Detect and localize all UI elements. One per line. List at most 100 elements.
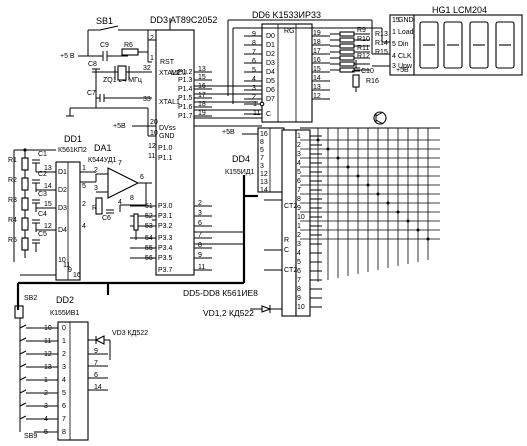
r12-label: R12 xyxy=(357,53,370,60)
dd1-pin-num: 15 xyxy=(44,201,52,208)
svg-text:3: 3 xyxy=(94,185,98,192)
dd1-pin-num: 4 xyxy=(82,223,86,230)
c7-label: C7 xyxy=(87,90,96,97)
hg1-digit-3 xyxy=(469,21,489,69)
dd3-pin-P3-4: P3.4 xyxy=(158,245,173,252)
dd5-label: DD5-DD8 К561ИЕ8 xyxy=(183,288,258,298)
key-matrix xyxy=(300,127,440,282)
svg-text:R16: R16 xyxy=(366,78,379,85)
hg1-pin-gnd: GND xyxy=(398,17,414,24)
svg-text:RST: RST xyxy=(160,59,175,66)
switch-sb8 xyxy=(19,402,27,407)
dd3-pin-num: 3 xyxy=(198,210,202,217)
matrix-node xyxy=(366,183,370,187)
hg1-pin-num: 15 xyxy=(392,17,400,24)
dd2-pin-index: 4 xyxy=(62,377,66,384)
dd3-pin-num: 17 xyxy=(198,92,206,99)
dd6-pin-num: 8 xyxy=(252,40,256,47)
svg-text:11: 11 xyxy=(148,153,155,160)
dd6-pin-num: 6 xyxy=(252,58,256,65)
dd3-pin-num: 8 xyxy=(198,242,202,249)
dd6-label: DD6 K1533ИР33 xyxy=(252,10,321,20)
hg1-pin-num: 5 xyxy=(392,41,396,48)
switch-sb7 xyxy=(19,389,27,394)
dd3-pin-P1-3: P1.3 xyxy=(178,77,193,84)
svg-text:32: 32 xyxy=(143,65,151,72)
bus-lines xyxy=(16,175,258,310)
dd3-label: DD3 AT89C2052 xyxy=(150,15,217,25)
oscillator-section: SB1 C9 R6 +5 В C8 ZQ1 24 МГц C7 xyxy=(60,16,152,117)
c5-label: C5 xyxy=(38,231,47,238)
ctr-pin-num: 3 xyxy=(297,241,301,248)
c2-label: C2 xyxy=(38,171,47,178)
ctr-pin-num: 1 xyxy=(297,133,301,140)
dd4-pin-num: 13 xyxy=(260,179,268,186)
svg-text:2: 2 xyxy=(150,35,154,42)
da1-label: DA1 xyxy=(94,143,112,153)
dd4-pin-num: 7 xyxy=(260,155,264,162)
dd3-pin-num: 9 xyxy=(198,252,202,259)
ctr-pin-num: 4 xyxy=(297,160,301,167)
dd3-pin-num: 18 xyxy=(198,101,206,108)
r6-resistor xyxy=(121,48,139,56)
ctr-pin-num: 8 xyxy=(297,286,301,293)
transistor xyxy=(373,111,387,125)
dd1-pin-num: 14 xyxy=(44,183,52,190)
r13-label: R13 xyxy=(375,31,388,38)
svg-text:XTAL2: XTAL2 xyxy=(159,70,180,77)
r9-label: R9 xyxy=(357,27,366,34)
svg-text:P1.1: P1.1 xyxy=(158,155,173,162)
matrix-node xyxy=(396,210,400,214)
r6-label: R6 xyxy=(124,42,133,49)
dd6-pin-D7: D7 xyxy=(266,96,275,103)
hg1-digit-2 xyxy=(443,21,463,69)
digit-outline xyxy=(495,21,515,69)
resistor-r13 xyxy=(339,55,355,61)
dd2-pin-num: 6 xyxy=(94,372,98,379)
dd1-pin-num: 11 xyxy=(63,262,70,269)
dd2-pin-index: 2 xyxy=(62,351,66,358)
ctr-column-1 xyxy=(281,129,297,317)
svg-text:1: 1 xyxy=(150,55,154,62)
hg1-label: HG1 LCM204 xyxy=(432,5,487,15)
dd2-body xyxy=(57,321,89,441)
ctr-ct2-label: CT2 xyxy=(284,203,297,210)
dd6-out-num: 17 xyxy=(313,48,321,55)
ctr-column-2 xyxy=(295,129,311,317)
resistor-r9 xyxy=(339,31,355,37)
resistor-r12 xyxy=(339,49,355,55)
resistor-r15 xyxy=(339,67,355,73)
plus5v-hg1: +5В xyxy=(396,67,409,74)
digit-outline xyxy=(419,21,439,69)
resistor-r10 xyxy=(339,37,355,43)
svg-text:C: C xyxy=(266,111,271,118)
hg1-digit-1 xyxy=(419,21,439,69)
hg1-pin-upw: Upw xyxy=(398,63,413,70)
dd2-pin-num: 9 xyxy=(94,348,98,355)
dd2-pin-index: 5 xyxy=(62,390,66,397)
c9-label: C9 xyxy=(100,42,109,49)
matrix-node xyxy=(336,156,340,160)
keypad-switches: SB2 SB9 xyxy=(14,295,37,440)
dd3-pin-num: 11 xyxy=(198,264,205,271)
resistor-r5 xyxy=(21,237,29,251)
r11-label: R11 xyxy=(357,45,369,52)
dd3-pin-P1-5: P1.5 xyxy=(178,95,193,102)
plus5v-dd4: +5В xyxy=(222,129,235,136)
dd3-pin-P3-2: P3.2 xyxy=(158,223,173,230)
ctr-ct2-label: CT2 xyxy=(284,267,297,274)
digit-outline xyxy=(469,21,489,69)
hg1-digit-4 xyxy=(495,21,515,69)
resistor-r1 xyxy=(21,157,29,171)
c3-label: C3 xyxy=(38,191,47,198)
dd3-pin-num: 15 xyxy=(198,74,206,81)
dd1-pin-D3: D3 xyxy=(58,205,67,212)
dd3-pin-P3-5: P3.5 xyxy=(158,255,173,262)
dd4-pin-num: 3 xyxy=(260,163,264,170)
dd3-pin-num: 6 xyxy=(198,220,202,227)
